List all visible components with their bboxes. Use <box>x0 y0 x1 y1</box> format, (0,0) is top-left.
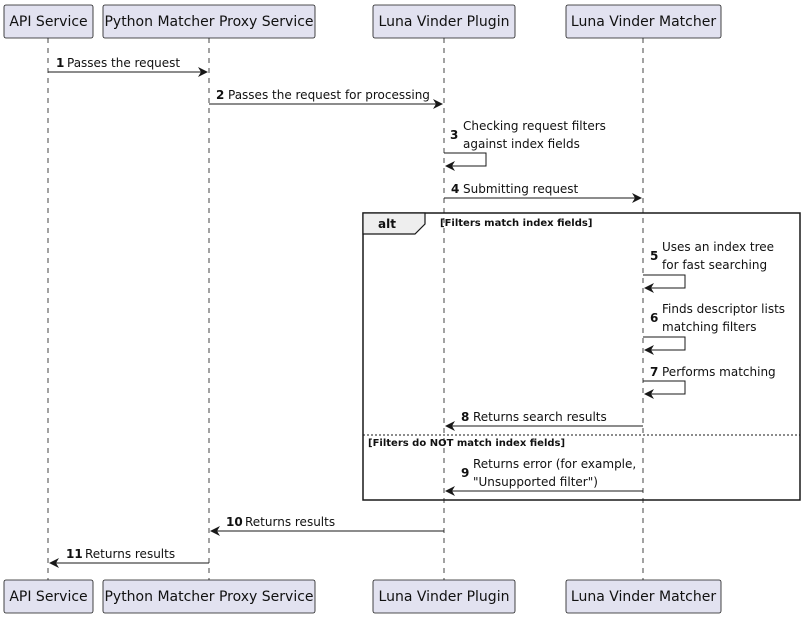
message-label: Returns results <box>85 547 175 561</box>
message-label: Passes the request <box>67 56 180 70</box>
message-label: Passes the request for processing <box>228 88 430 102</box>
message-1: 1 Passes the request <box>48 56 208 77</box>
message-label: Checking request filters <box>463 119 606 133</box>
message-5: 5 Uses an index tree for fast searching <box>643 240 774 293</box>
participant-label: API Service <box>9 14 87 30</box>
message-number: 9 <box>461 466 469 480</box>
participant-box <box>372 579 516 614</box>
participant-box <box>372 4 516 39</box>
message-number: 8 <box>461 410 469 424</box>
participant-box <box>3 4 94 39</box>
participant-label: Luna Vinder Plugin <box>379 589 510 605</box>
message-number: 6 <box>650 311 658 325</box>
message-6: 6 Finds descriptor lists matching filter… <box>643 302 785 355</box>
alt-tab <box>362 212 426 235</box>
participant-proxy-top: Python Matcher Proxy Service <box>102 4 316 39</box>
message-label: for fast searching <box>662 258 767 272</box>
participant-plugin-top: Luna Vinder Plugin <box>372 4 516 39</box>
message-label: Submitting request <box>463 182 579 196</box>
alt-else-guard: [Filters do NOT match index fields] <box>368 438 565 449</box>
participant-label: Python Matcher Proxy Service <box>104 14 313 30</box>
message-label: against index fields <box>463 137 580 151</box>
participant-matcher-bottom: Luna Vinder Matcher <box>565 579 722 614</box>
message-number: 1 <box>56 56 64 70</box>
message-4: 4 Submitting request <box>444 182 642 203</box>
message-number: 11 <box>66 547 83 561</box>
message-3: 3 Checking request filters against index… <box>444 119 606 171</box>
participant-api-top: API Service <box>3 4 94 39</box>
message-number: 3 <box>450 128 458 142</box>
participant-label: Python Matcher Proxy Service <box>104 589 313 605</box>
message-arrow <box>444 152 487 171</box>
message-number: 4 <box>451 182 459 196</box>
alt-keyword: alt <box>378 217 396 231</box>
message-number: 10 <box>226 515 243 529</box>
participant-plugin-bottom: Luna Vinder Plugin <box>372 579 516 614</box>
message-label: Uses an index tree <box>662 240 774 254</box>
message-number: 7 <box>650 365 658 379</box>
message-label: Finds descriptor lists <box>662 302 785 316</box>
message-label: Returns search results <box>473 410 607 424</box>
message-label: Returns results <box>245 515 335 529</box>
message-arrow <box>643 274 686 293</box>
participant-matcher-top: Luna Vinder Matcher <box>565 4 722 39</box>
participant-box <box>102 579 316 614</box>
message-7: 7 Performs matching <box>643 365 776 399</box>
participant-box <box>565 579 722 614</box>
message-arrow <box>643 336 686 355</box>
message-9: 9 Returns error (for example, "Unsupport… <box>445 457 643 496</box>
alt-frame <box>362 212 801 501</box>
message-label: Returns error (for example, <box>473 457 636 471</box>
participant-label: API Service <box>9 589 87 605</box>
participant-label: Luna Vinder Matcher <box>571 589 716 605</box>
message-10: 10 Returns results <box>210 515 444 536</box>
participant-box <box>3 579 94 614</box>
participant-api-bottom: API Service <box>3 579 94 614</box>
participant-box <box>565 4 722 39</box>
participant-box <box>102 4 316 39</box>
message-label: Performs matching <box>662 365 776 379</box>
message-8: 8 Returns search results <box>445 410 643 431</box>
message-2: 2 Passes the request for processing <box>209 88 443 109</box>
participant-label: Luna Vinder Plugin <box>379 14 510 30</box>
alt-guard: [Filters match index fields] <box>440 218 592 229</box>
message-arrow <box>643 380 686 399</box>
participant-proxy-bottom: Python Matcher Proxy Service <box>102 579 316 614</box>
message-11: 11 Returns results <box>49 547 209 568</box>
lifelines <box>47 38 644 580</box>
alt-fragment: alt [Filters match index fields] [Filter… <box>362 212 801 501</box>
participant-label: Luna Vinder Matcher <box>571 14 716 30</box>
message-label: matching filters <box>662 320 757 334</box>
message-label: "Unsupported filter") <box>473 475 598 489</box>
message-number: 5 <box>650 249 658 263</box>
message-number: 2 <box>216 88 224 102</box>
